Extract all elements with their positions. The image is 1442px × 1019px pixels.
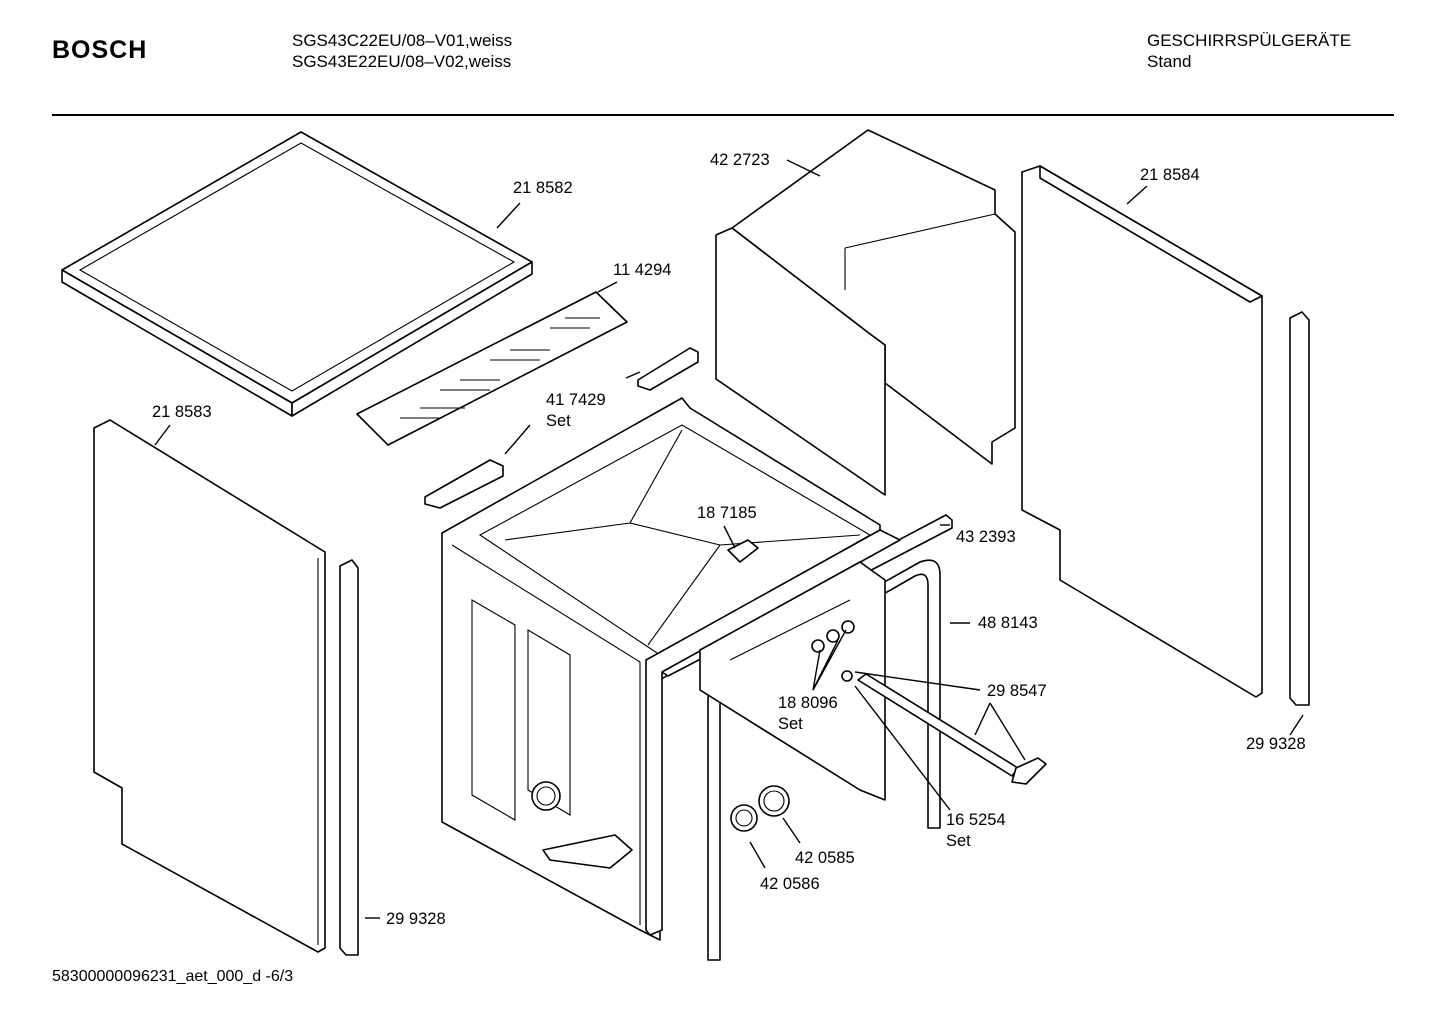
part-label-114294: 11 4294 — [613, 261, 671, 279]
part-label-165254: 16 5254 Set — [946, 811, 1006, 850]
part-label-417429: 41 7429 Set — [546, 391, 606, 430]
part-label-488143: 48 8143 — [978, 614, 1038, 632]
part-label-187185: 18 7185 — [697, 504, 757, 522]
svg-text:Set: Set — [546, 412, 571, 430]
category-line: Stand — [1147, 52, 1192, 71]
connector-set-part — [811, 620, 855, 682]
part-label-218583: 21 8583 — [152, 403, 212, 421]
header-divider — [52, 114, 1394, 116]
brand-logo: BOSCH — [52, 36, 148, 64]
part-label-188096: 18 8096 Set — [778, 694, 838, 733]
svg-text:21 8583: 21 8583 — [152, 403, 212, 421]
category-title: GESCHIRRSPÜLGERÄTE Stand — [1147, 30, 1351, 72]
svg-text:18 8096: 18 8096 — [778, 694, 838, 712]
svg-text:21 8584: 21 8584 — [1140, 166, 1200, 184]
svg-text:11 4294: 11 4294 — [613, 261, 671, 279]
insulation-sheet-part — [356, 291, 628, 446]
sound-insulation-part — [715, 129, 1016, 496]
part-label-299328-right: 29 9328 — [1246, 735, 1306, 753]
frame-strip-part — [645, 529, 901, 936]
right-side-panel-part — [1021, 165, 1263, 698]
leader-lines — [154, 159, 1304, 919]
svg-text:Set: Set — [946, 832, 971, 850]
model-line: SGS43C22EU/08–V01,weiss — [292, 31, 513, 50]
mounting-bracket-part — [424, 347, 699, 509]
svg-text:29 8547: 29 8547 — [987, 682, 1047, 700]
svg-text:29 9328: 29 9328 — [1246, 735, 1306, 753]
part-label-218584: 21 8584 — [1140, 166, 1200, 184]
model-list: SGS43C22EU/08–V01,weiss SGS43E22EU/08–V0… — [292, 30, 512, 72]
top-cover-part — [61, 131, 533, 417]
svg-text:16 5254: 16 5254 — [946, 811, 1006, 829]
svg-text:42 2723: 42 2723 — [710, 151, 770, 169]
model-line: SGS43E22EU/08–V02,weiss — [292, 52, 512, 71]
svg-text:18 7185: 18 7185 — [697, 504, 757, 522]
part-label-422723: 42 2723 — [710, 151, 770, 169]
svg-text:42 0585: 42 0585 — [795, 849, 855, 867]
left-side-panel-part — [93, 419, 326, 953]
part-label-299328-left: 29 9328 — [386, 910, 446, 928]
left-trim-strip-part — [339, 559, 359, 956]
part-label-298547: 29 8547 — [987, 682, 1047, 700]
category-line: GESCHIRRSPÜLGERÄTE — [1147, 31, 1352, 50]
document-id: 58300000096231_aet_000_d -6/3 — [52, 968, 294, 985]
svg-text:29 9328: 29 9328 — [386, 910, 446, 928]
part-label-218582: 21 8582 — [513, 179, 573, 197]
right-trim-strip-part — [1289, 311, 1310, 706]
svg-text:42 0586: 42 0586 — [760, 875, 820, 893]
svg-text:21 8582: 21 8582 — [513, 179, 573, 197]
seal-ring-part — [730, 804, 758, 832]
drain-tube-part — [857, 673, 1047, 785]
svg-text:48 8143: 48 8143 — [978, 614, 1038, 632]
part-label-420585: 42 0585 — [795, 849, 855, 867]
svg-text:43 2393: 43 2393 — [956, 528, 1016, 546]
svg-text:41 7429: 41 7429 — [546, 391, 606, 409]
svg-text:Set: Set — [778, 715, 803, 733]
filter-ring-part — [758, 785, 790, 817]
part-label-420586: 42 0586 — [760, 875, 820, 893]
base-plate-part — [699, 561, 886, 801]
part-label-432393: 43 2393 — [956, 528, 1016, 546]
